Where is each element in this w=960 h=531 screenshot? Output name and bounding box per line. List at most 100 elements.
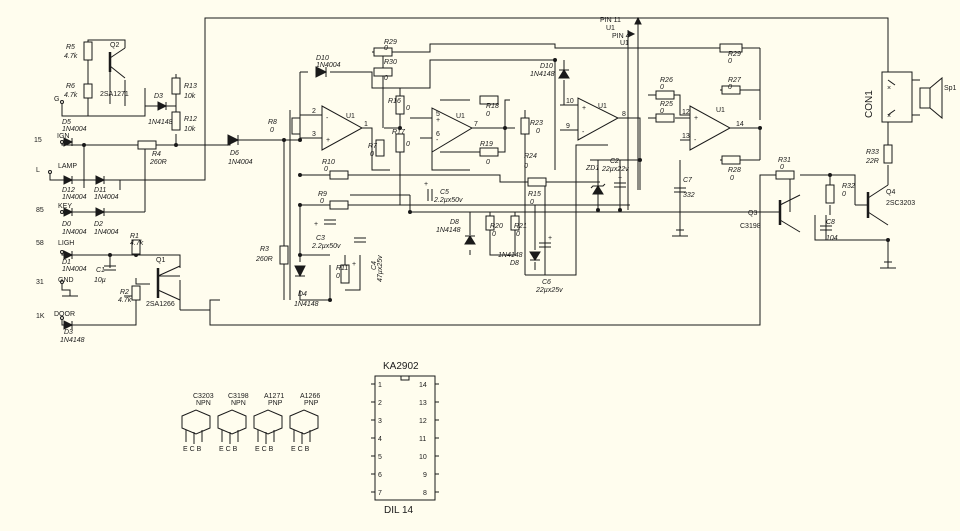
r18-ref: R18 [486, 103, 499, 110]
c3-value: 2.2µx50v [311, 243, 341, 250]
q4-ref: Q4 [886, 189, 895, 196]
svg-text:A1266: A1266 [300, 393, 320, 400]
svg-text:E C B: E C B [291, 446, 310, 453]
u1-label-b: U1 [456, 113, 465, 120]
svg-text:PNP: PNP [304, 400, 319, 407]
r15-value: 0 [530, 199, 534, 206]
pin4-note: PIN 4 [612, 33, 630, 40]
svg-text:×: × [887, 113, 891, 120]
r10-ref: R10 [322, 159, 335, 166]
svg-text:+: + [436, 117, 440, 124]
input-lamp-pin: L [36, 167, 40, 174]
transistor-labels: Q2 2SA1271 Q1 2SA1266 Q3 C3198 Q4 2SC320… [100, 42, 915, 308]
diode-symbols [63, 66, 606, 330]
r28-ref: R28 [728, 167, 741, 174]
ic-pin-11: 11 [419, 436, 426, 443]
r12-value: 10k [184, 126, 196, 133]
package-c3203: C3203 NPN E C B [181, 393, 214, 453]
svg-text:+: + [108, 253, 112, 260]
d12-value: 1N4004 [62, 194, 87, 201]
d10a-value: 1N4004 [316, 62, 341, 69]
ic-pin-12: 12 [419, 418, 427, 425]
capacitor-symbols [104, 182, 832, 271]
d11-value: 1N4004 [94, 194, 119, 201]
input-lamp-name: LAMP [58, 163, 77, 170]
c8-value: 104 [826, 235, 838, 242]
r33-ref: R33 [866, 149, 879, 156]
u1a-note: U1 [606, 25, 615, 32]
q2-ref: Q2 [110, 42, 119, 49]
r9-ref: R9 [318, 191, 327, 198]
d0-value: 1N4004 [62, 229, 87, 236]
r17-ref: R17 [392, 129, 406, 136]
ic-pin-6: 6 [378, 472, 382, 479]
r3-value: 260R [255, 256, 273, 263]
r10-value: 0 [324, 166, 328, 173]
r11-value: 0 [336, 273, 340, 280]
speaker-connector: × × [881, 71, 943, 123]
c6-ref: C6 [542, 279, 551, 286]
d5-value: 1N4004 [62, 126, 87, 133]
r13-ref: R13 [184, 83, 197, 90]
d2-value: 1N4004 [94, 229, 119, 236]
r24-ref: R24 [524, 153, 537, 160]
ic-pin-2: 2 [378, 400, 382, 407]
svg-text:-: - [582, 129, 585, 136]
pin-13: 13 [682, 133, 690, 140]
pin-7: 7 [474, 121, 478, 128]
c1-ref: C1 [96, 267, 105, 274]
d1-value: 1N4004 [62, 266, 87, 273]
input-key-pin: 85 [36, 207, 44, 214]
c8-ref: C8 [826, 219, 835, 226]
r6-value: 4.7k [64, 92, 78, 99]
c4-value: 47µx25v [377, 255, 384, 282]
pin-5: 5 [436, 111, 440, 118]
d3a-ref: D3 [154, 93, 163, 100]
c3-ref: C3 [316, 235, 325, 242]
input-terminals [48, 100, 64, 320]
q1-ref: Q1 [156, 257, 165, 264]
r2-ref: R2 [120, 289, 129, 296]
q4-value: 2SC3203 [886, 200, 915, 207]
r32-value: 0 [842, 191, 846, 198]
r19-value: 0 [486, 159, 490, 166]
junction-dots [82, 58, 890, 302]
input-g-name: G [54, 96, 59, 103]
c2-ref: C2 [610, 158, 619, 165]
r1-ref: R1 [130, 233, 139, 240]
r29b-value: 0 [728, 58, 732, 65]
ic-package-type: DIL 14 [384, 505, 414, 516]
svg-text:-: - [436, 137, 439, 144]
package-a1271: A1271 PNP E C B [253, 393, 284, 453]
ic-pin-8: 8 [423, 490, 427, 497]
zd1-ref: ZD1 [585, 165, 599, 172]
c1-value: 10µ [94, 277, 106, 284]
svg-text:+: + [582, 105, 586, 112]
ic-pin-1: 1 [378, 382, 382, 389]
ic-pin-4: 4 [378, 436, 382, 443]
q1-value: 2SA1266 [146, 301, 175, 308]
ic-pin-9: 9 [423, 472, 427, 479]
pin-14: 14 [736, 121, 744, 128]
r31-ref: R31 [778, 157, 791, 164]
q3-ref: Q3 [748, 210, 757, 217]
resistor-labels: R5 4.7k R6 4.7k R13 10k R12 10k R4 260R … [64, 39, 879, 304]
input-labels: G 15 IGN L LAMP 85 KEY 58 LIGH 31 GND 1K… [34, 96, 77, 320]
d12-ref: D12 [62, 187, 75, 194]
r23-value: 0 [536, 128, 540, 135]
transistor-symbols [108, 47, 889, 301]
pin-notes: PIN 11 U1 PIN 4 U1 [600, 16, 642, 47]
svg-text:A1271: A1271 [264, 393, 284, 400]
ic-pin-10: 10 [419, 454, 427, 461]
pin-8: 8 [622, 111, 626, 118]
r4-ref: R4 [152, 151, 161, 158]
r33-value: 22R [865, 158, 879, 165]
svg-text:PNP: PNP [268, 400, 283, 407]
svg-text:+: + [352, 261, 356, 268]
input-key-name: KEY [58, 203, 72, 210]
input-gnd-name: GND [58, 277, 74, 284]
u1-label-c: U1 [598, 103, 607, 110]
u1-label-a: U1 [346, 113, 355, 120]
d6-value: 1N4004 [228, 159, 253, 166]
